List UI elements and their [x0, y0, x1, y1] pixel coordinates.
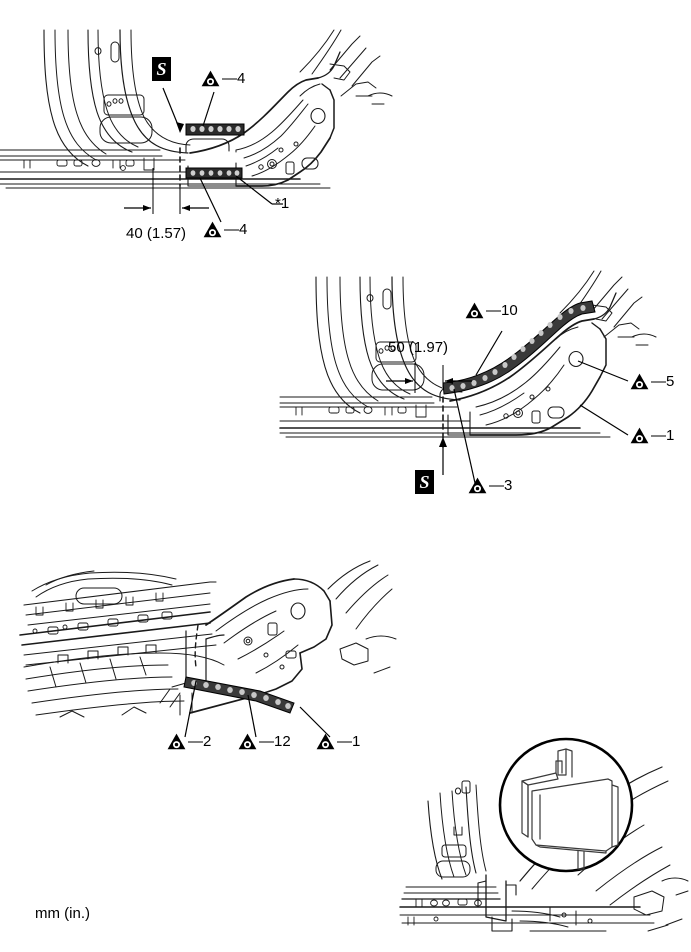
- sealer-symbol-box-p1: S: [152, 57, 171, 81]
- weld-marker-10: —10: [465, 302, 518, 319]
- dimension-40-graphic: [124, 168, 209, 214]
- dimension-40-label: 40 (1.57): [126, 225, 187, 242]
- panel-4-drawing: [399, 737, 689, 932]
- weld-marker-1-p2: —1: [630, 427, 674, 444]
- weld-marker-4-upper-text: —4: [222, 70, 246, 87]
- spot-weld-triangle-icon: [167, 733, 186, 750]
- weld-marker-4-lower-text: —4: [224, 221, 248, 238]
- detail-magnifier-circle: [498, 737, 634, 873]
- unit-note: mm (in.): [35, 905, 90, 922]
- spot-weld-triangle-icon: [201, 70, 220, 87]
- panel-2-rocker-rear-upper: —10 —5 —1 —3 S 50 (1.97): [279, 265, 691, 510]
- spot-weld-triangle-icon: [468, 477, 487, 494]
- leader-marker-4-upper: [202, 91, 215, 127]
- weld-band-lower: [185, 167, 243, 179]
- weld-marker-12: —12: [238, 733, 291, 750]
- weld-marker-5-text: —5: [651, 373, 675, 390]
- weld-marker-3: —3: [468, 477, 512, 494]
- weld-band-underbody: [183, 676, 295, 714]
- leader-marker-5: [577, 360, 629, 382]
- weld-marker-4-upper: —4: [201, 70, 245, 87]
- leader-marker-2: [184, 680, 197, 738]
- dimension-50-label: 50 (1.97): [388, 339, 449, 356]
- panel-4-center-pillar-detail: [399, 735, 691, 952]
- weld-marker-12-text: —12: [259, 733, 291, 750]
- weld-marker-2-text: —2: [188, 733, 212, 750]
- weld-marker-5: —5: [630, 373, 674, 390]
- weld-marker-3-text: —3: [489, 477, 513, 494]
- panel-1-rocker-front-upper: S —4 —4 40 (1.57) *1: [0, 0, 400, 260]
- leader-marker-3: [453, 388, 476, 484]
- sealer-letter: S: [419, 472, 430, 492]
- spot-weld-triangle-icon: [203, 221, 222, 238]
- panel-1-drawing: [0, 29, 393, 223]
- leader-note-1: [235, 175, 273, 205]
- note-callout-1-label: *1: [275, 195, 290, 212]
- spot-weld-triangle-icon: [465, 302, 484, 319]
- weld-marker-1-p3: —1: [316, 733, 360, 750]
- weld-band-upper: [185, 123, 245, 136]
- sealer-symbol-box-p2: S: [415, 470, 434, 494]
- leader-marker-12: [247, 694, 257, 738]
- weld-band-curved: [442, 300, 596, 395]
- leader-marker-1-p3: [299, 706, 331, 738]
- spot-weld-triangle-icon: [238, 733, 257, 750]
- weld-marker-2: —2: [167, 733, 211, 750]
- weld-marker-1-p3-text: —1: [337, 733, 361, 750]
- spot-weld-triangle-icon: [630, 373, 649, 390]
- leader-marker-1: [579, 404, 629, 436]
- panel-2-drawing: [279, 270, 657, 484]
- leader-marker-4-lower: [199, 177, 222, 223]
- weld-marker-1-p2-text: —1: [651, 427, 675, 444]
- panel-3-rocker-underbody: —2 —12 —1: [10, 555, 400, 765]
- leader-marker-10: [475, 330, 503, 376]
- weld-marker-10-text: —10: [486, 302, 518, 319]
- dimension-50-graphic: [386, 363, 472, 393]
- spot-weld-triangle-icon: [630, 427, 649, 444]
- sealer-letter: S: [156, 59, 167, 79]
- spot-weld-triangle-icon: [316, 733, 335, 750]
- weld-marker-4-lower: —4: [203, 221, 247, 238]
- panel-3-drawing: [19, 560, 397, 738]
